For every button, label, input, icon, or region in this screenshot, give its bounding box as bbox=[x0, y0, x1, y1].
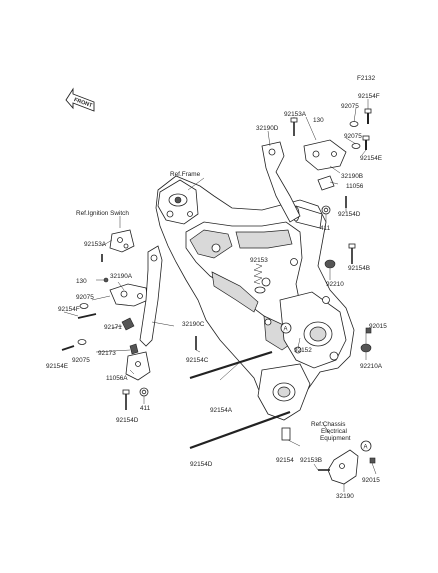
part-label: 92153 bbox=[250, 257, 268, 264]
front-arrow-icon: FRONT bbox=[65, 87, 95, 112]
part-label: 92075 bbox=[76, 294, 94, 301]
part-label: 32190B bbox=[341, 173, 363, 180]
part-label: 92173 bbox=[98, 350, 116, 357]
part-label: 92015 bbox=[362, 477, 380, 484]
part-label: 92210 bbox=[326, 281, 344, 288]
figure-code: F2132 bbox=[357, 75, 376, 82]
leader-lines bbox=[63, 99, 377, 492]
part-label: 92153A bbox=[84, 241, 107, 248]
bottom-right-bracket: A bbox=[327, 440, 372, 485]
main-frame: A bbox=[155, 175, 355, 421]
part-label: 411 bbox=[320, 225, 331, 232]
part-label: 411 bbox=[140, 405, 151, 412]
part-label: 130 bbox=[76, 278, 87, 285]
part-label: 92210A bbox=[360, 363, 383, 370]
part-label: 32190D bbox=[256, 125, 279, 132]
part-label: 92015 bbox=[369, 323, 387, 330]
ref-frame: Ref.Frame bbox=[170, 171, 201, 178]
marker-a-bracket: A bbox=[364, 445, 368, 451]
part-label: 92154E bbox=[46, 363, 68, 370]
part-label: 92075 bbox=[344, 133, 362, 140]
part-label: 32190A bbox=[110, 273, 133, 280]
part-label: 11056 bbox=[346, 183, 364, 190]
part-label: 92153B bbox=[300, 457, 322, 464]
part-label: 92171 bbox=[104, 324, 122, 331]
part-label: 92152 bbox=[294, 347, 312, 354]
ref-chassis-line1: Ref.Chassis bbox=[311, 421, 345, 428]
part-label: 92154A bbox=[210, 407, 233, 414]
ref-chassis-line3: Equipment bbox=[320, 435, 351, 442]
ref-ignition-switch: Ref.Ignition Switch bbox=[76, 210, 129, 217]
part-label: 92154 bbox=[276, 457, 294, 464]
top-right-bracket-assembly bbox=[261, 139, 372, 353]
part-label: 32190 bbox=[336, 493, 354, 500]
part-label: 92153A bbox=[284, 111, 307, 118]
part-label: 130 bbox=[313, 117, 324, 124]
part-label: 92154B bbox=[348, 265, 370, 272]
part-label: 92154F bbox=[358, 93, 380, 100]
ref-chassis-line2: Electrical bbox=[321, 428, 347, 435]
part-label: 92154C bbox=[186, 357, 209, 364]
left-bracket-assembly bbox=[109, 229, 163, 397]
part-label: 92075 bbox=[72, 357, 90, 364]
part-label: 32190C bbox=[182, 321, 205, 328]
part-label: 92154D bbox=[116, 417, 139, 424]
bolts bbox=[61, 108, 376, 471]
marker-a-frame: A bbox=[284, 327, 288, 333]
part-label: 11056A bbox=[106, 375, 128, 382]
part-labels: 92154F 92075 92153A 130 32190D 92075 921… bbox=[46, 93, 387, 500]
part-label: 92154D bbox=[190, 461, 213, 468]
part-label: 92075 bbox=[341, 103, 359, 110]
part-label: 92154E bbox=[360, 155, 382, 162]
part-label: 92154F bbox=[58, 306, 80, 313]
part-label: 92154D bbox=[338, 211, 361, 218]
